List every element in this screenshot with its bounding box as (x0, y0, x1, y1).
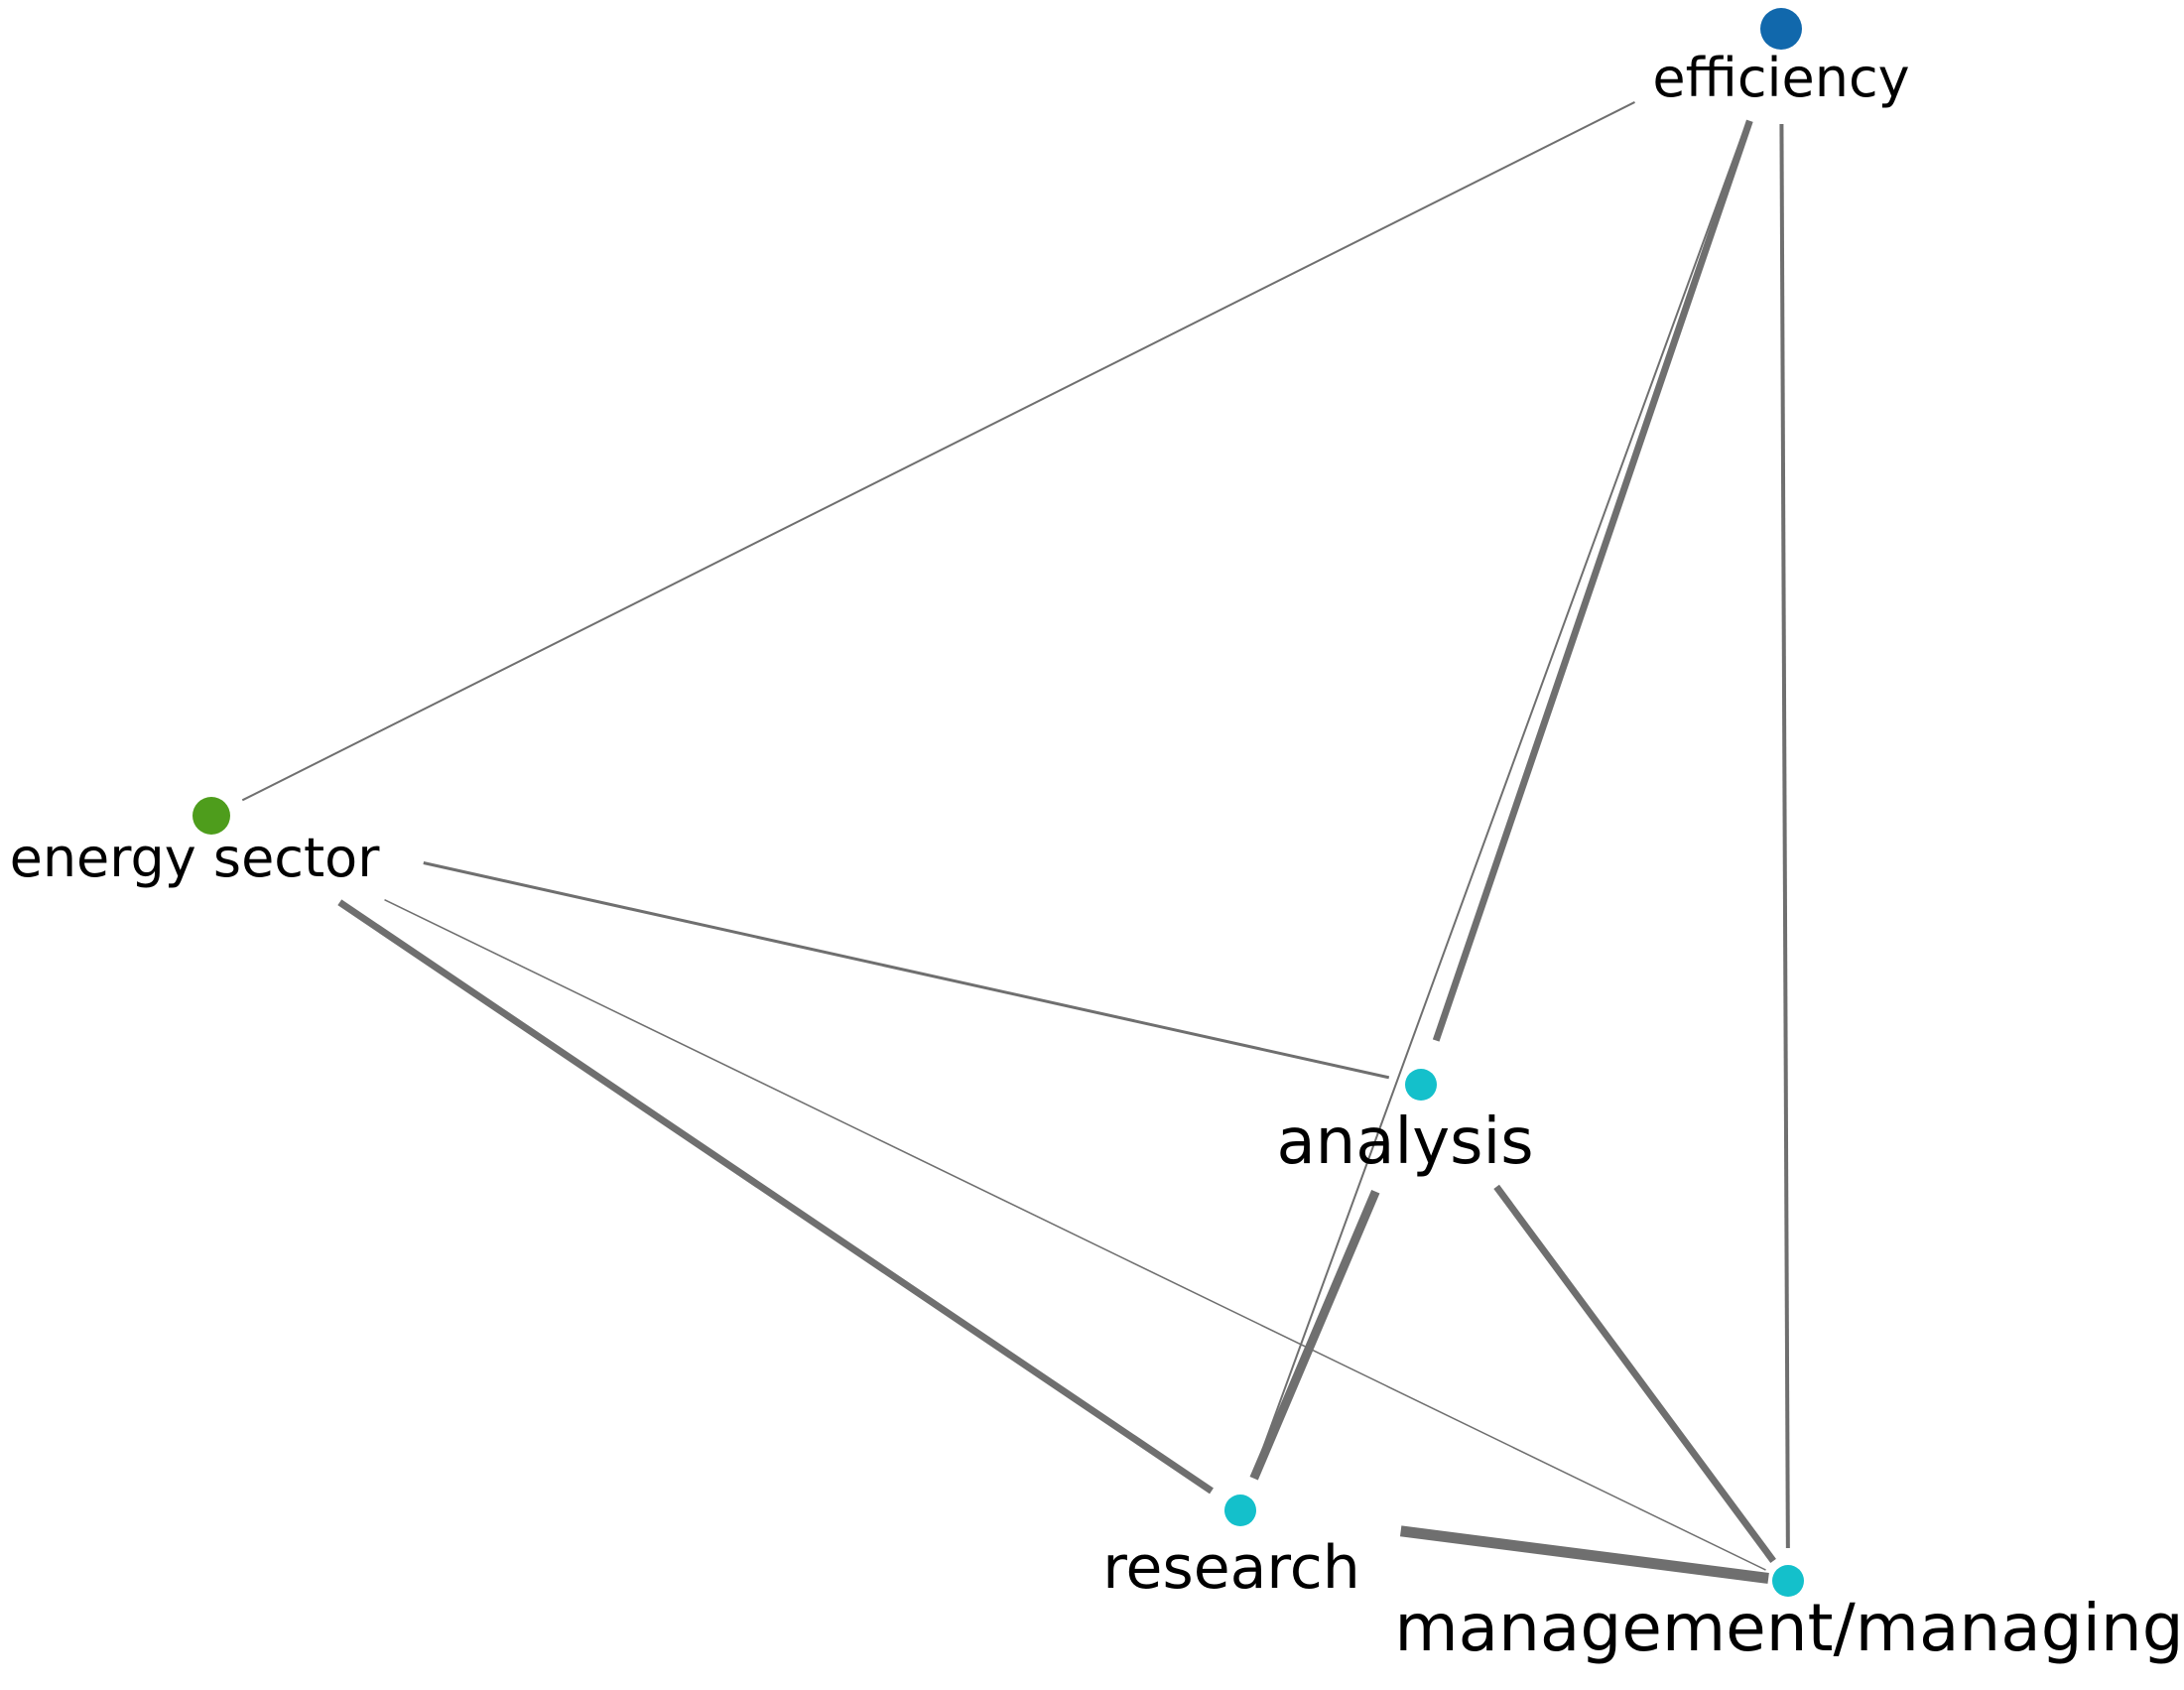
edges-layer (241, 101, 1790, 1584)
edge-efficiency-management-managing (1779, 123, 1790, 1549)
label-management-managing: management/managing (1394, 1590, 2183, 1666)
edge-analysis-research (1249, 1189, 1380, 1481)
node-analysis[interactable] (1405, 1069, 1437, 1101)
node-efficiency[interactable] (1760, 8, 1802, 50)
edge-efficiency-analysis (1432, 119, 1753, 1042)
labels-layer: efficiency energy sector analysis research m… (10, 47, 2184, 1666)
edge-analysis-management-managing (1493, 1184, 1776, 1563)
label-analysis: analysis (1276, 1105, 1533, 1179)
node-energy-sector[interactable] (193, 797, 230, 835)
nodes-layer (193, 8, 1804, 1597)
node-research[interactable] (1224, 1495, 1256, 1526)
label-efficiency: efficiency (1652, 47, 1909, 109)
node-management-managing[interactable] (1772, 1565, 1804, 1597)
edge-energy-sector-analysis (423, 861, 1390, 1080)
edge-research-management-managing (1399, 1525, 1769, 1584)
edge-energy-sector-management-managing (384, 899, 1766, 1571)
edge-efficiency-research (1252, 121, 1748, 1474)
label-research: research (1102, 1533, 1360, 1603)
edge-energy-sector-research (337, 899, 1214, 1495)
label-energy-sector: energy sector (10, 827, 381, 889)
edge-efficiency-energy-sector (241, 101, 1635, 802)
